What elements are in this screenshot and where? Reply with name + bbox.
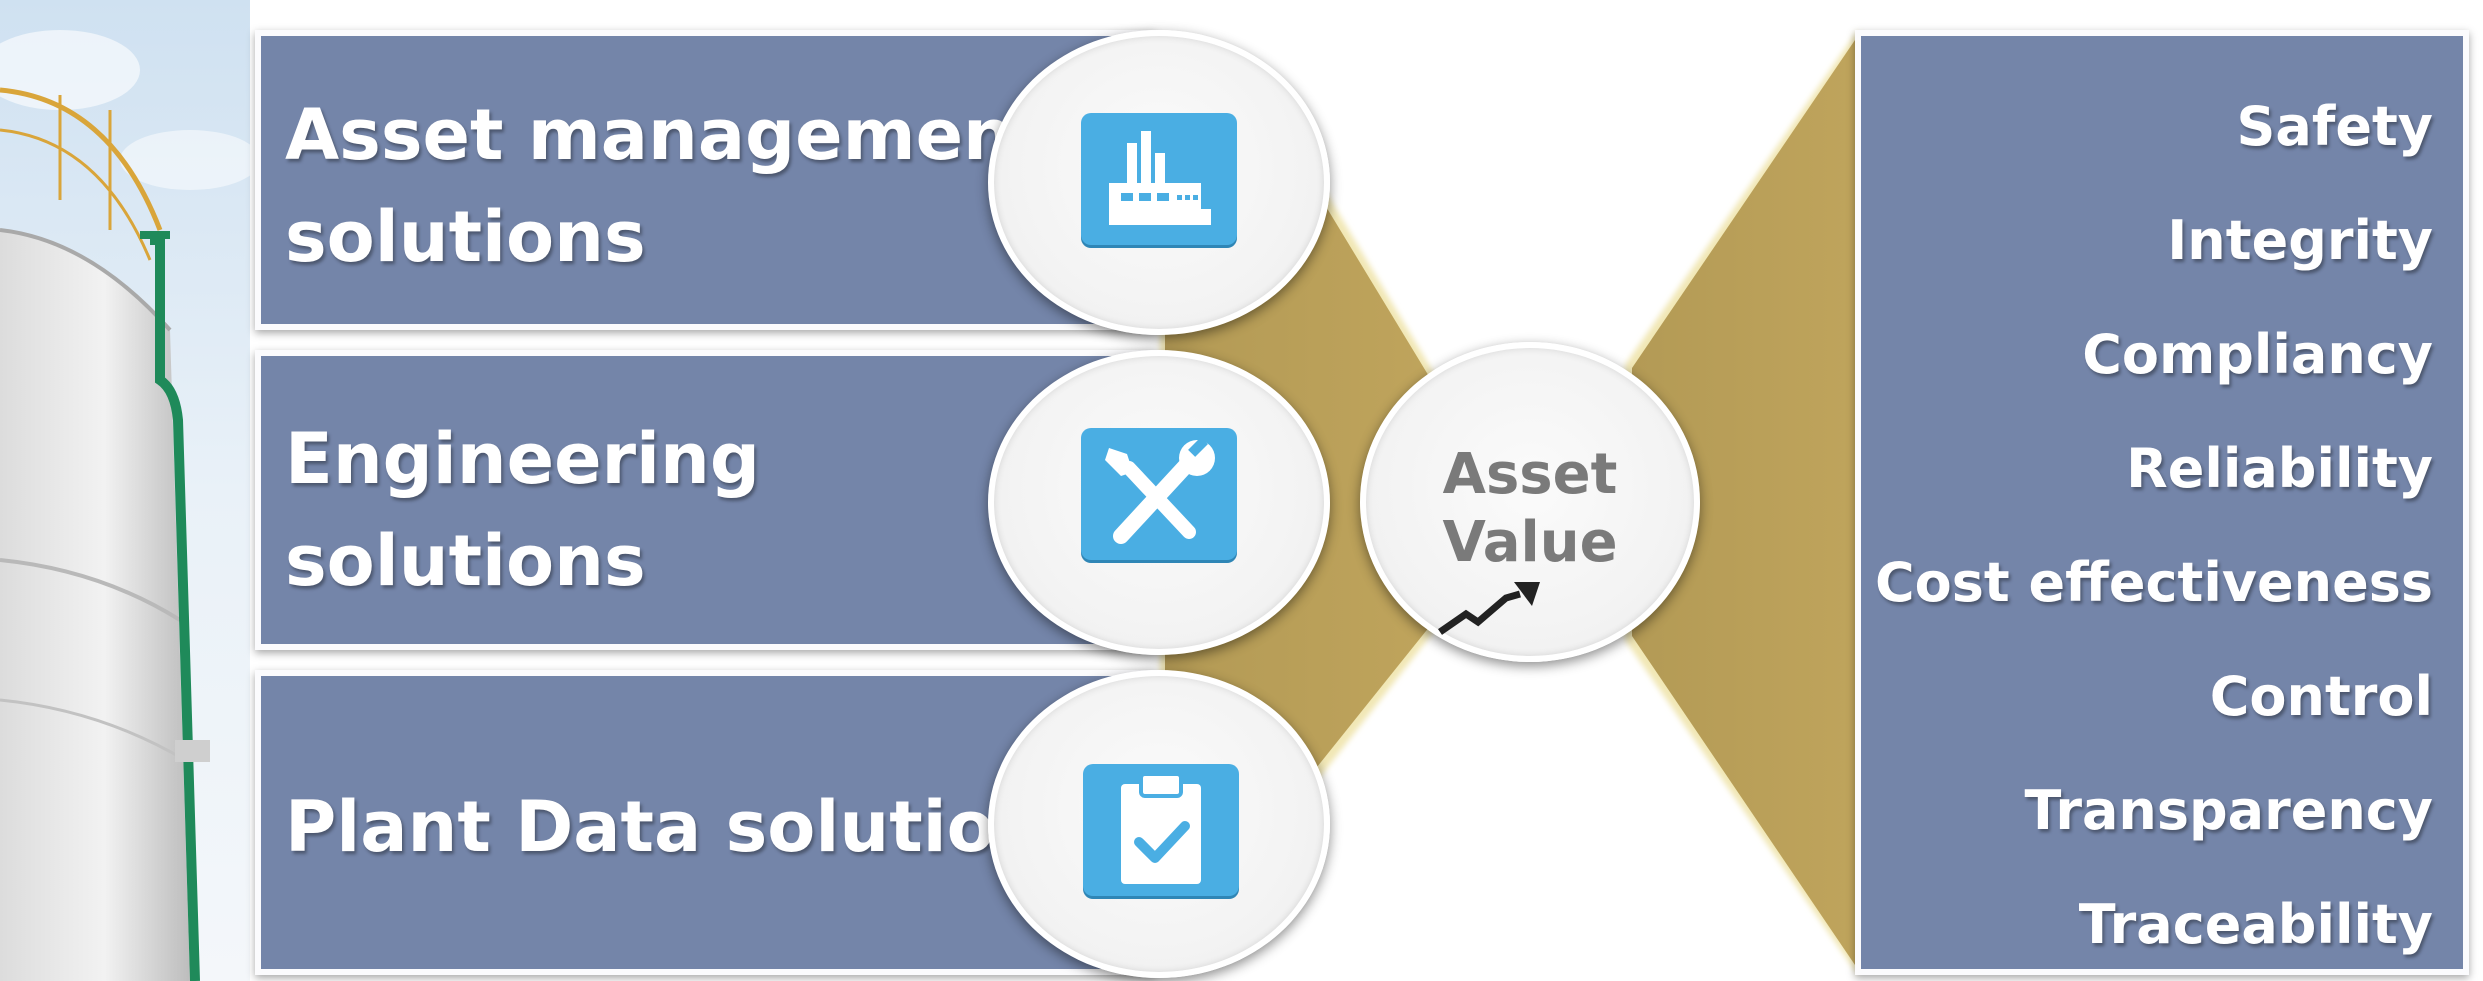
benefits-panel: Safety Integrity Compliancy Reliability … <box>1855 30 2469 975</box>
solution-label-asset-management: Asset management solutions <box>285 94 1047 278</box>
asset-management-icon-circle <box>988 30 1330 335</box>
benefit-reliability: Reliability <box>2126 437 2433 500</box>
benefit-traceability: Traceability <box>2078 893 2433 956</box>
benefit-compliancy: Compliancy <box>2082 323 2433 386</box>
solution-bar-engineering: Engineering solutions <box>255 350 1155 650</box>
right-funnel <box>1632 40 1855 965</box>
benefit-transparency: Transparency <box>2024 779 2433 842</box>
asset-value-circle: Asset Value <box>1360 342 1700 662</box>
engineering-icon-circle <box>988 350 1330 655</box>
solution-label-engineering: Engineering solutions <box>285 418 760 602</box>
factory-icon <box>1081 113 1237 245</box>
benefit-cost-effectiveness: Cost effectiveness <box>1875 551 2433 614</box>
clipboard-check-icon <box>1083 764 1239 896</box>
trend-up-arrow-icon <box>1438 582 1540 635</box>
benefit-control: Control <box>2209 665 2433 728</box>
plant-data-icon-circle <box>988 670 1330 978</box>
solution-label-plant-data: Plant Data solutions <box>285 786 1087 868</box>
benefit-integrity: Integrity <box>2167 209 2433 272</box>
asset-value-line1: Asset <box>1442 442 1618 507</box>
benefit-safety: Safety <box>2236 95 2433 158</box>
storage-tank-photo <box>0 0 250 981</box>
wrench-screwdriver-icon <box>1081 428 1237 560</box>
asset-value-line2: Value <box>1442 510 1618 575</box>
